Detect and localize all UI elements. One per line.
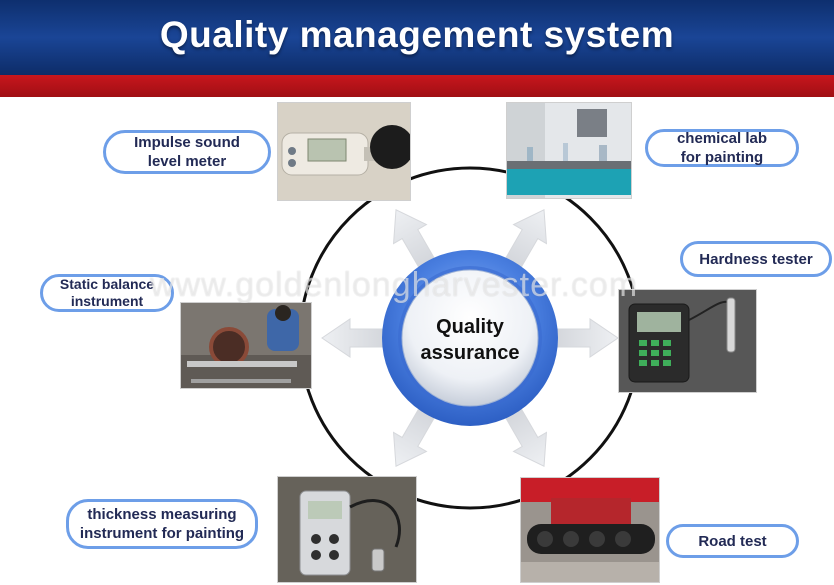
photo-chemical-lab xyxy=(507,103,631,198)
photo-thickness-meter xyxy=(278,477,416,582)
photo-road-test xyxy=(521,478,659,582)
watermark-text: www.goldenlongharvester.com xyxy=(150,266,639,304)
red-stripe xyxy=(0,75,834,97)
label-impulse-sound-level-meter: Impulse sound level meter xyxy=(103,130,271,174)
label-chemical-lab: chemical lab for painting xyxy=(645,129,799,167)
label-thickness-measuring-instrument: thickness measuring instrument for paint… xyxy=(66,499,258,549)
photo-static-balance xyxy=(181,303,311,388)
label-road-test: Road test xyxy=(666,524,799,558)
label-hardness-tester: Hardness tester xyxy=(680,241,832,277)
center-disc xyxy=(401,269,539,407)
photo-hardness-tester xyxy=(619,290,756,392)
page-title: Quality management system xyxy=(159,14,675,55)
label-static-balance-instrument: Static balance instrument xyxy=(40,274,174,312)
header-bar: Quality management system xyxy=(0,0,834,75)
photo-sound-meter xyxy=(278,103,410,200)
center-label-quality-assurance: Quality assurance xyxy=(420,316,520,364)
